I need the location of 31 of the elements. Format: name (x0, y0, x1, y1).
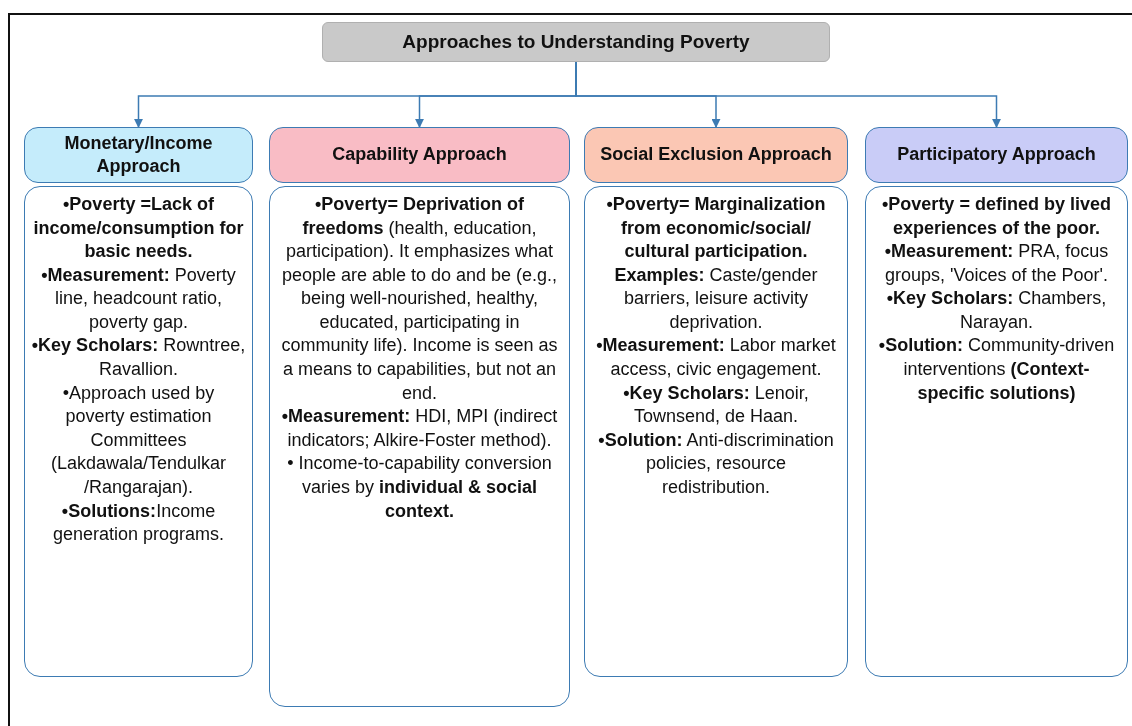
header-text: Social Exclusion Approach (600, 143, 832, 167)
description-card (24, 186, 253, 677)
description-text: •Measurement: PRA, focus groups, 'Voices of the Poor'. (883, 240, 1110, 287)
title-text: Approaches to Understanding Poverty (402, 31, 750, 53)
description-text: •Measurement: HDI, MPI (indirect indicators; Alkire-Foster method). (280, 405, 559, 452)
header-text: Capability Approach (332, 143, 507, 167)
approach-header (865, 127, 1128, 183)
description-text: •Solution: Anti-discrimination policies, resource redistribution. (597, 428, 835, 499)
description-text: •Key Scholars: Lenoir, Townsend, de Haan. (622, 381, 810, 429)
description-text: •Solution: Community-driven interventions (Context-specific solutions) (877, 334, 1116, 405)
description-text: •Poverty= Marginalization from economic/social/ cultural participation. (605, 193, 827, 264)
description-text: •Approach used by poverty estimation Committees (Lakdawala/Tendulkar /Rangarajan). (49, 381, 228, 499)
description-text: •Poverty =Lack of income/consumption for basic needs. (32, 193, 245, 264)
approach-header (24, 127, 253, 183)
description-card (269, 186, 570, 707)
description-text: •Measurement: Labor market access, civic engagement. (595, 334, 837, 382)
description-text: Examples: Caste/gender barriers, leisure activity deprivation. (613, 263, 819, 334)
description-text: •Poverty= Deprivation of freedoms (health, education, participation). It emphasizes what people are able to do and be (e.g., being well-nourished, healthy, educated, participating in community life). Income is seen as a means to capabilities, but not an end. (280, 193, 559, 405)
approach-header (584, 127, 848, 183)
approach-header (269, 127, 570, 183)
description-text: • Income-to-capability conversion varies by individual & social context. (286, 452, 553, 523)
description-text: •Key Scholars: Rowntree, Ravallion. (31, 334, 246, 382)
description-text: •Measurement: Poverty line, headcount ratio, poverty gap. (40, 263, 237, 334)
header-text: Monetary/Income Approach (63, 131, 214, 178)
description-text: •Poverty = defined by lived experiences of the poor. (881, 193, 1112, 240)
header-text: Participatory Approach (897, 143, 1096, 167)
description-text: •Solutions:Income generation programs. (51, 499, 226, 547)
title-box (322, 22, 830, 62)
description-text: •Key Scholars: Chambers, Narayan. (885, 287, 1108, 334)
description-card (584, 186, 848, 677)
description-card (865, 186, 1128, 677)
